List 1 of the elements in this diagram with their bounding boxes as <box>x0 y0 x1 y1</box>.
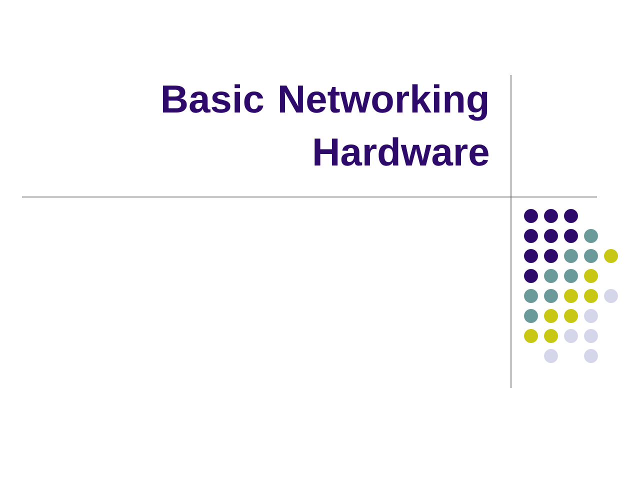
slide-title: Basic Networking Hardware <box>163 84 488 166</box>
